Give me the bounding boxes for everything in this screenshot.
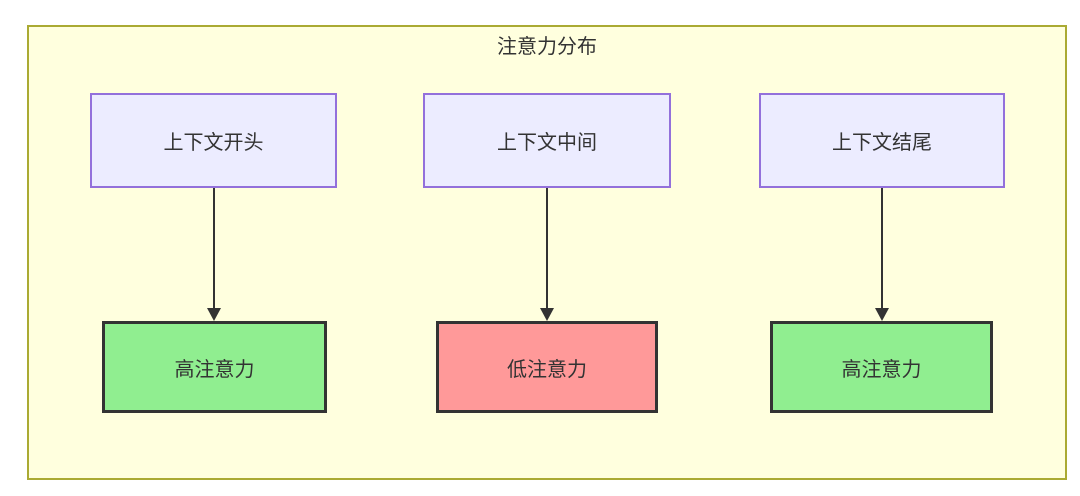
arrow-shaft bbox=[881, 188, 883, 309]
node-label: 上下文开头 bbox=[163, 132, 264, 154]
arrowhead-icon bbox=[875, 308, 889, 321]
node-label: 上下文结尾 bbox=[832, 132, 932, 154]
arrowhead-icon bbox=[207, 308, 221, 321]
node-label: 低注意力 bbox=[507, 358, 587, 381]
node-label: 高注意力 bbox=[174, 358, 255, 381]
diagram-title: 注意力分布 bbox=[497, 36, 597, 58]
node-context-end: 上下文结尾 bbox=[759, 93, 1005, 188]
node-high-attention-left: 高注意力 bbox=[102, 321, 327, 413]
node-low-attention-middle: 低注意力 bbox=[436, 321, 658, 413]
node-context-middle: 上下文中间 bbox=[423, 93, 671, 188]
arrow-shaft bbox=[546, 188, 548, 309]
arrow-down-left bbox=[207, 188, 221, 321]
node-high-attention-right: 高注意力 bbox=[770, 321, 993, 413]
arrow-shaft bbox=[213, 188, 215, 309]
arrow-down-right bbox=[875, 188, 889, 321]
node-label: 高注意力 bbox=[841, 358, 922, 381]
node-label: 上下文中间 bbox=[497, 132, 597, 154]
arrow-down-middle bbox=[540, 188, 554, 321]
arrowhead-icon bbox=[540, 308, 554, 321]
node-context-beginning: 上下文开头 bbox=[90, 93, 337, 188]
